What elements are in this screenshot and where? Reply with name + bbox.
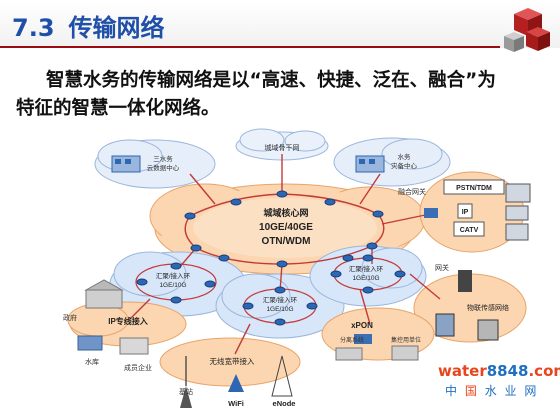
fusion-gateway-icon: [424, 208, 438, 218]
router-icon: [242, 302, 254, 310]
agg-right-label-1: 汇聚/接入环: [349, 264, 384, 273]
router-icon: [190, 244, 202, 252]
ip-access-label: IP专线接入: [108, 316, 148, 326]
agg-mid-cloud: [215, 273, 345, 339]
base-station-icon: [180, 356, 192, 408]
agg-right-label-2: 1GE/10G: [352, 275, 379, 282]
wifi-tower-icon: [228, 374, 244, 392]
iot-label: 物联传感网络: [467, 303, 509, 312]
watermark-cn-4: 业: [504, 384, 519, 398]
base-station-label: 基站: [179, 387, 193, 396]
backbone-label: 城域骨干网: [265, 143, 300, 152]
ip-access-cloud: [67, 301, 187, 347]
router-icon: [274, 318, 286, 326]
wireless-cloud: [159, 337, 301, 387]
router-icon: [204, 280, 216, 288]
water-dc-icon: [355, 155, 385, 173]
router-icon: [372, 210, 384, 218]
router-icon: [276, 190, 288, 198]
legacy-ip-label: IP: [462, 209, 469, 216]
enode-label: eNode: [273, 399, 296, 408]
router-icon: [276, 260, 288, 268]
intro-line-1: 智慧水务的传输网络是以“高速、快捷、泛在、融合”为: [46, 70, 496, 91]
router-icon: [330, 270, 342, 278]
wifi-label: WiFi: [228, 399, 244, 408]
core-label-2: 10GE/40GE: [259, 222, 313, 233]
agg-mid-label-1: 汇聚/接入环: [263, 295, 298, 304]
watermark-brand-a: water: [438, 362, 487, 380]
water-dc-cloud: [333, 137, 451, 187]
router-icon: [184, 212, 196, 220]
backbone-cloud: [235, 128, 329, 161]
legacy-catv-label: CATV: [460, 227, 479, 234]
watermark-cn-2: 国: [464, 384, 479, 398]
watermark-brand-b: 8848: [486, 362, 529, 380]
enterprise-icon: [119, 337, 149, 355]
watermark-cn-5: 网: [524, 384, 539, 398]
cloud-dc-label-2: 云数据中心: [147, 163, 180, 172]
government-label: 政府: [63, 313, 77, 322]
water-dc-label-2: 灾备中心: [391, 161, 418, 170]
cloud-dc-icon: [111, 155, 141, 173]
header-rule: [0, 46, 500, 48]
government-building-icon: [84, 279, 124, 309]
gateway-label: 网关: [435, 263, 449, 272]
agg-left-label-2: 1GE/10G: [159, 282, 186, 289]
router-icon: [170, 296, 182, 304]
core-label-1: 城域核心网: [263, 207, 308, 218]
router-icon: [136, 278, 148, 286]
legacy-boxes: [443, 179, 531, 241]
router-icon: [362, 254, 374, 262]
water-dc-label-1: 水务: [398, 152, 412, 161]
router-icon: [366, 242, 378, 250]
router-nodes: [136, 190, 406, 326]
watermark-brand: water8848.com: [438, 362, 560, 380]
xpon-devices: [335, 334, 419, 361]
gateway-icon: [458, 270, 472, 292]
router-icon: [362, 286, 374, 294]
unit-label: 集控用单位: [391, 336, 421, 344]
splitter-label: 分离系统: [340, 336, 364, 344]
slide-header: [0, 0, 560, 48]
intro-line-2: 特征的智慧一体化网络。: [16, 98, 220, 119]
cubes-logo-icon: [504, 8, 550, 52]
reservoir-label: 水库: [85, 357, 99, 366]
enode-tower-icon: [271, 355, 293, 397]
router-icon: [230, 198, 242, 206]
watermark-cn: 中 国 水 业 网: [445, 382, 538, 399]
iot-devices: [435, 313, 499, 341]
core-label-3: OTN/WDM: [262, 236, 311, 247]
router-icon: [394, 270, 406, 278]
router-icon: [342, 254, 354, 262]
reservoir-icon: [77, 335, 103, 351]
slide-title-text: 传输网络: [68, 14, 165, 42]
watermark-cn-3: 水: [484, 384, 499, 398]
enterprise-label: 成员企业: [124, 363, 152, 372]
watermark-cn-1: 中: [445, 384, 460, 398]
agg-left-label-1: 汇聚/接入环: [156, 271, 191, 280]
xpon-label: xPON: [351, 321, 373, 330]
wireless-label: 无线宽带接入: [210, 356, 255, 366]
router-icon: [306, 302, 318, 310]
network-diagram: 城域骨干网 三水务 云数据中心 水务 灾备中心 城域核心网 10GE/40GE …: [63, 128, 531, 408]
router-icon: [218, 254, 230, 262]
router-icon: [170, 262, 182, 270]
agg-mid-label-2: 1GE/10G: [266, 306, 293, 313]
router-icon: [324, 198, 336, 206]
slide-title: 7.3 传输网络: [12, 8, 165, 43]
router-icon: [274, 286, 286, 294]
fusion-gateway-label: 融合网关: [398, 187, 426, 196]
cloud-dc-label-1: 三水务: [153, 154, 173, 163]
watermark-brand-c: .com: [528, 362, 560, 380]
legacy-pstn-label: PSTN/TDM: [456, 185, 492, 192]
slide-number: 7.3: [12, 14, 55, 42]
